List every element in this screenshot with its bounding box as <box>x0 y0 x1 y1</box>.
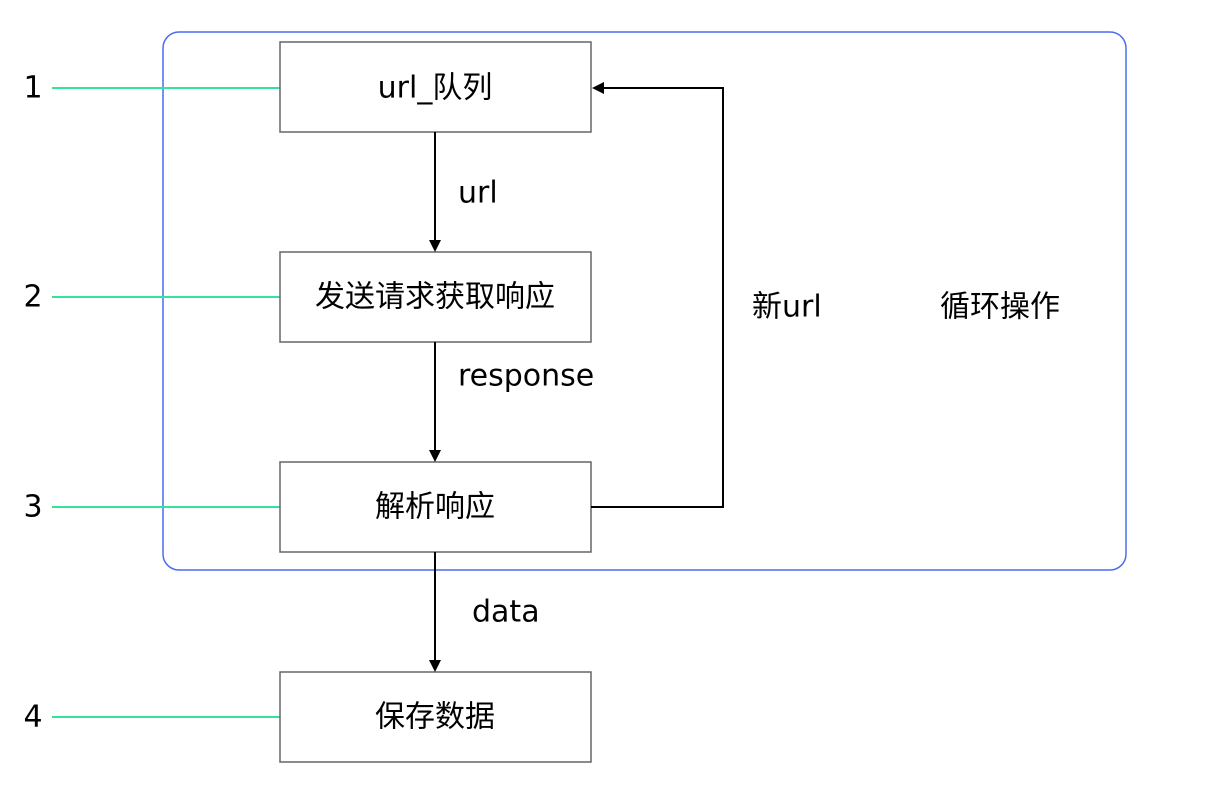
step-label-save-data: 保存数据 <box>375 700 495 735</box>
step-box-parse-response: 解析响应 <box>279 461 592 553</box>
step-box-send-request: 发送请求获取响应 <box>279 251 592 343</box>
step-number-4: 4 <box>23 700 42 735</box>
step-box-save-data: 保存数据 <box>279 671 592 763</box>
edge-label-response: response <box>458 359 594 394</box>
step-label-parse-response: 解析响应 <box>375 490 495 525</box>
step-label-send-request: 发送请求获取响应 <box>315 280 555 315</box>
loop-container <box>162 31 1127 571</box>
step-number-2: 2 <box>23 280 42 315</box>
edge-label-new-url: 新url <box>752 290 822 325</box>
edge-label-data: data <box>472 595 540 630</box>
loop-label: 循环操作 <box>940 290 1060 325</box>
step-number-1: 1 <box>23 71 42 106</box>
step-box-url-queue: url_队列 <box>279 41 592 133</box>
arrow-parse-to-queue <box>591 82 724 508</box>
step-label-url-queue: url_队列 <box>378 71 493 106</box>
edge-label-url: url <box>458 176 498 211</box>
step-number-3: 3 <box>23 490 42 525</box>
